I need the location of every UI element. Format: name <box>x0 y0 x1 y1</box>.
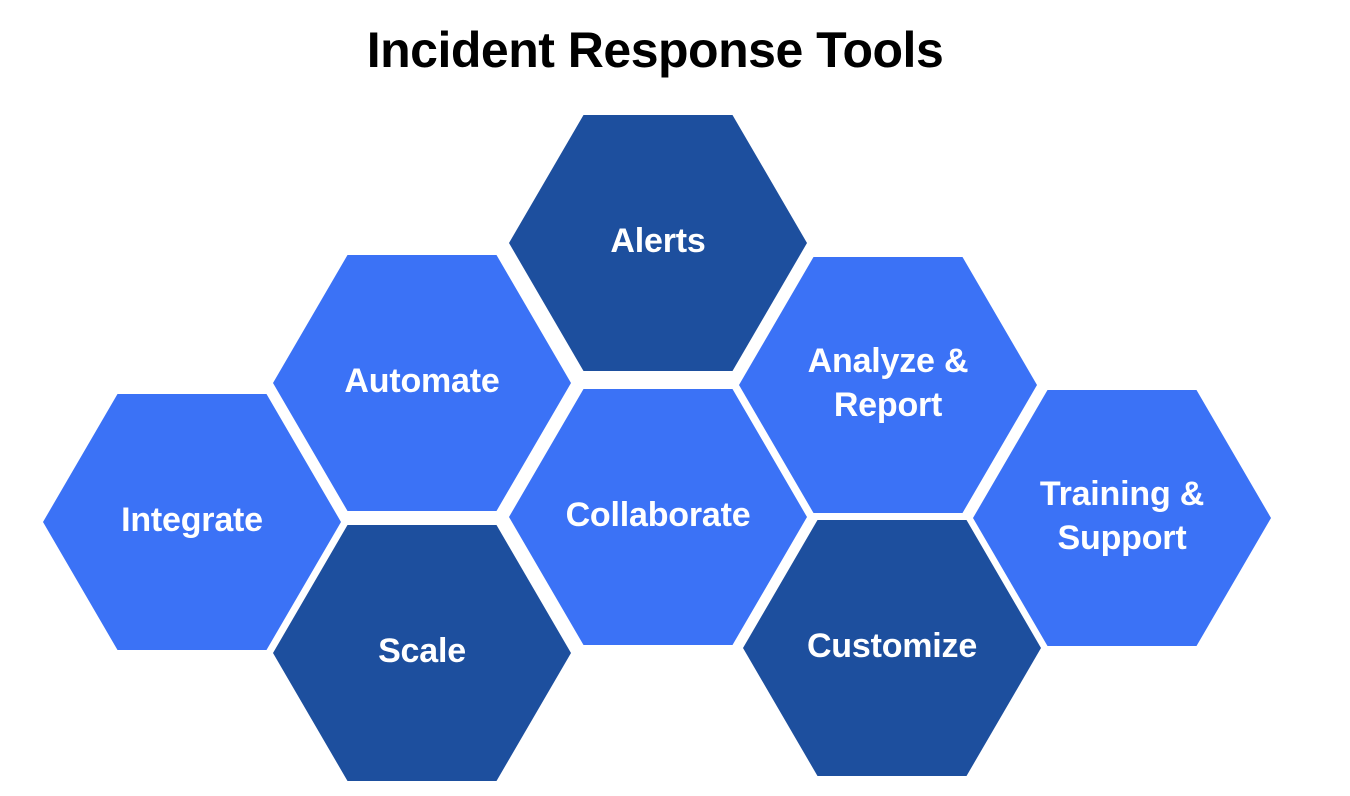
hex-label-line: Scale <box>378 632 466 670</box>
hex-label-collaborate: Collaborate <box>566 496 751 534</box>
hex-label-line: Automate <box>344 362 499 400</box>
hex-label-scale: Scale <box>378 632 466 670</box>
hex-label-training-support: Training & Support <box>1040 475 1204 557</box>
hex-label-alerts: Alerts <box>610 222 705 260</box>
hex-cell-customize[interactable]: Customize <box>743 520 1041 776</box>
hex-label-customize: Customize <box>807 627 977 665</box>
hex-shape-scale[interactable] <box>273 525 571 781</box>
hex-label-line: Support <box>1058 519 1187 557</box>
hex-shape-automate[interactable] <box>273 255 571 511</box>
hex-cell-collaborate[interactable]: Collaborate <box>509 389 807 645</box>
hex-cell-alerts[interactable]: Alerts <box>509 115 807 371</box>
hex-shape-training-support[interactable] <box>973 390 1271 646</box>
hex-label-line: Collaborate <box>566 496 751 534</box>
hex-label-integrate: Integrate <box>121 501 263 539</box>
hex-label-line: Training & <box>1040 475 1204 513</box>
hex-cell-automate[interactable]: Automate <box>273 255 571 511</box>
page-title: Incident Response Tools <box>366 22 944 78</box>
hex-shape-alerts[interactable] <box>509 115 807 371</box>
hex-label-analyze-report: Analyze & Report <box>808 342 969 424</box>
hex-cell-scale[interactable]: Scale <box>273 525 571 781</box>
hex-label-line: Integrate <box>121 501 263 539</box>
hex-cell-integrate[interactable]: Integrate <box>43 394 341 650</box>
hex-shape-collaborate[interactable] <box>509 389 807 645</box>
hex-label-line: Analyze & <box>808 342 969 380</box>
hex-cell-analyze-report[interactable]: Analyze & Report <box>739 257 1037 513</box>
hex-shape-analyze-report[interactable] <box>739 257 1037 513</box>
hex-label-line: Alerts <box>610 222 705 260</box>
hex-shape-customize[interactable] <box>743 520 1041 776</box>
hex-shape-integrate[interactable] <box>43 394 341 650</box>
hex-label-line: Customize <box>807 627 977 665</box>
hex-cell-training-support[interactable]: Training & Support <box>973 390 1271 646</box>
hex-label-line: Report <box>834 386 942 424</box>
hex-label-automate: Automate <box>344 362 499 400</box>
